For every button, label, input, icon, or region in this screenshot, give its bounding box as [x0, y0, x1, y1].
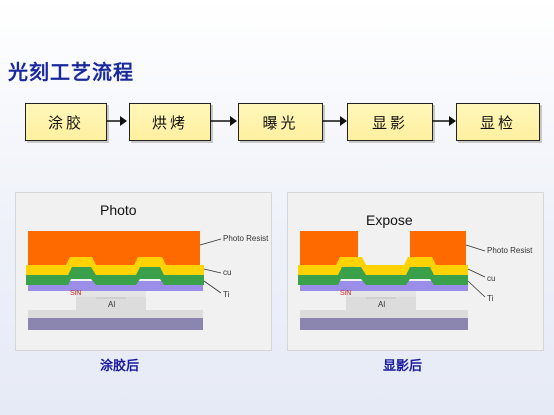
sin-gap: [76, 291, 146, 297]
flow-step-label: 显影: [371, 113, 408, 132]
caption-after-develop: 显影后: [383, 359, 423, 374]
substrate-layer: [300, 318, 468, 330]
sin-layer: [28, 281, 203, 291]
cu-layer: [298, 257, 468, 275]
panel-heading: Photo: [100, 202, 137, 218]
flow-step-label: 烘烤: [151, 113, 188, 132]
label-ti: Ti: [223, 290, 230, 299]
al-pad: [76, 297, 146, 310]
flow-step-label: 曝光: [262, 113, 299, 132]
flow-step-exposure: 曝光: [238, 103, 323, 141]
photoresist-left: [300, 231, 358, 265]
flow-step-develop: 显影: [347, 103, 433, 141]
base-layer: [300, 310, 468, 318]
label-photoresist: Photo Resist: [487, 246, 533, 255]
label-sin: SiN: [70, 290, 81, 297]
arrow-right-icon: [322, 116, 347, 126]
al-pad: [346, 297, 416, 310]
arrow-right-icon: [210, 116, 237, 126]
substrate-layer: [28, 318, 203, 330]
cross-section-diagram: Photo Photo Resist cu Ti SiN Al: [26, 202, 269, 330]
label-al: Al: [108, 300, 115, 309]
cu-layer: [26, 257, 204, 275]
panel-heading: Expose: [366, 212, 413, 228]
cross-section-panel-expose: Expose Photo Resist cu Ti SiN Al: [287, 192, 544, 351]
label-cu: cu: [487, 274, 495, 283]
label-ti: Ti: [487, 294, 494, 303]
label-sin: SiN: [340, 290, 351, 297]
cross-section-diagram: Expose Photo Resist cu Ti SiN Al: [298, 212, 533, 330]
base-layer: [28, 310, 203, 318]
flow-step-inspect: 显检: [456, 103, 540, 141]
cross-section-panel-photo: Photo Photo Resist cu Ti SiN Al: [15, 192, 272, 351]
arrow-right-icon: [106, 116, 127, 126]
photoresist-layer: [28, 231, 200, 265]
flow-step-label: 涂胶: [47, 113, 84, 132]
label-al: Al: [378, 300, 385, 309]
photoresist-right: [410, 231, 466, 265]
sin-layer: [300, 281, 468, 291]
arrow-right-icon: [432, 116, 456, 126]
flow-step-baking: 烘烤: [129, 103, 211, 141]
label-cu: cu: [223, 268, 231, 277]
flow-step-coating: 涂胶: [25, 103, 107, 141]
flow-step-label: 显检: [479, 113, 516, 132]
page-title: 光刻工艺流程: [8, 60, 134, 84]
caption-after-coating: 涂胶后: [100, 359, 140, 374]
label-photoresist: Photo Resist: [223, 234, 269, 243]
sin-gap: [346, 291, 416, 297]
